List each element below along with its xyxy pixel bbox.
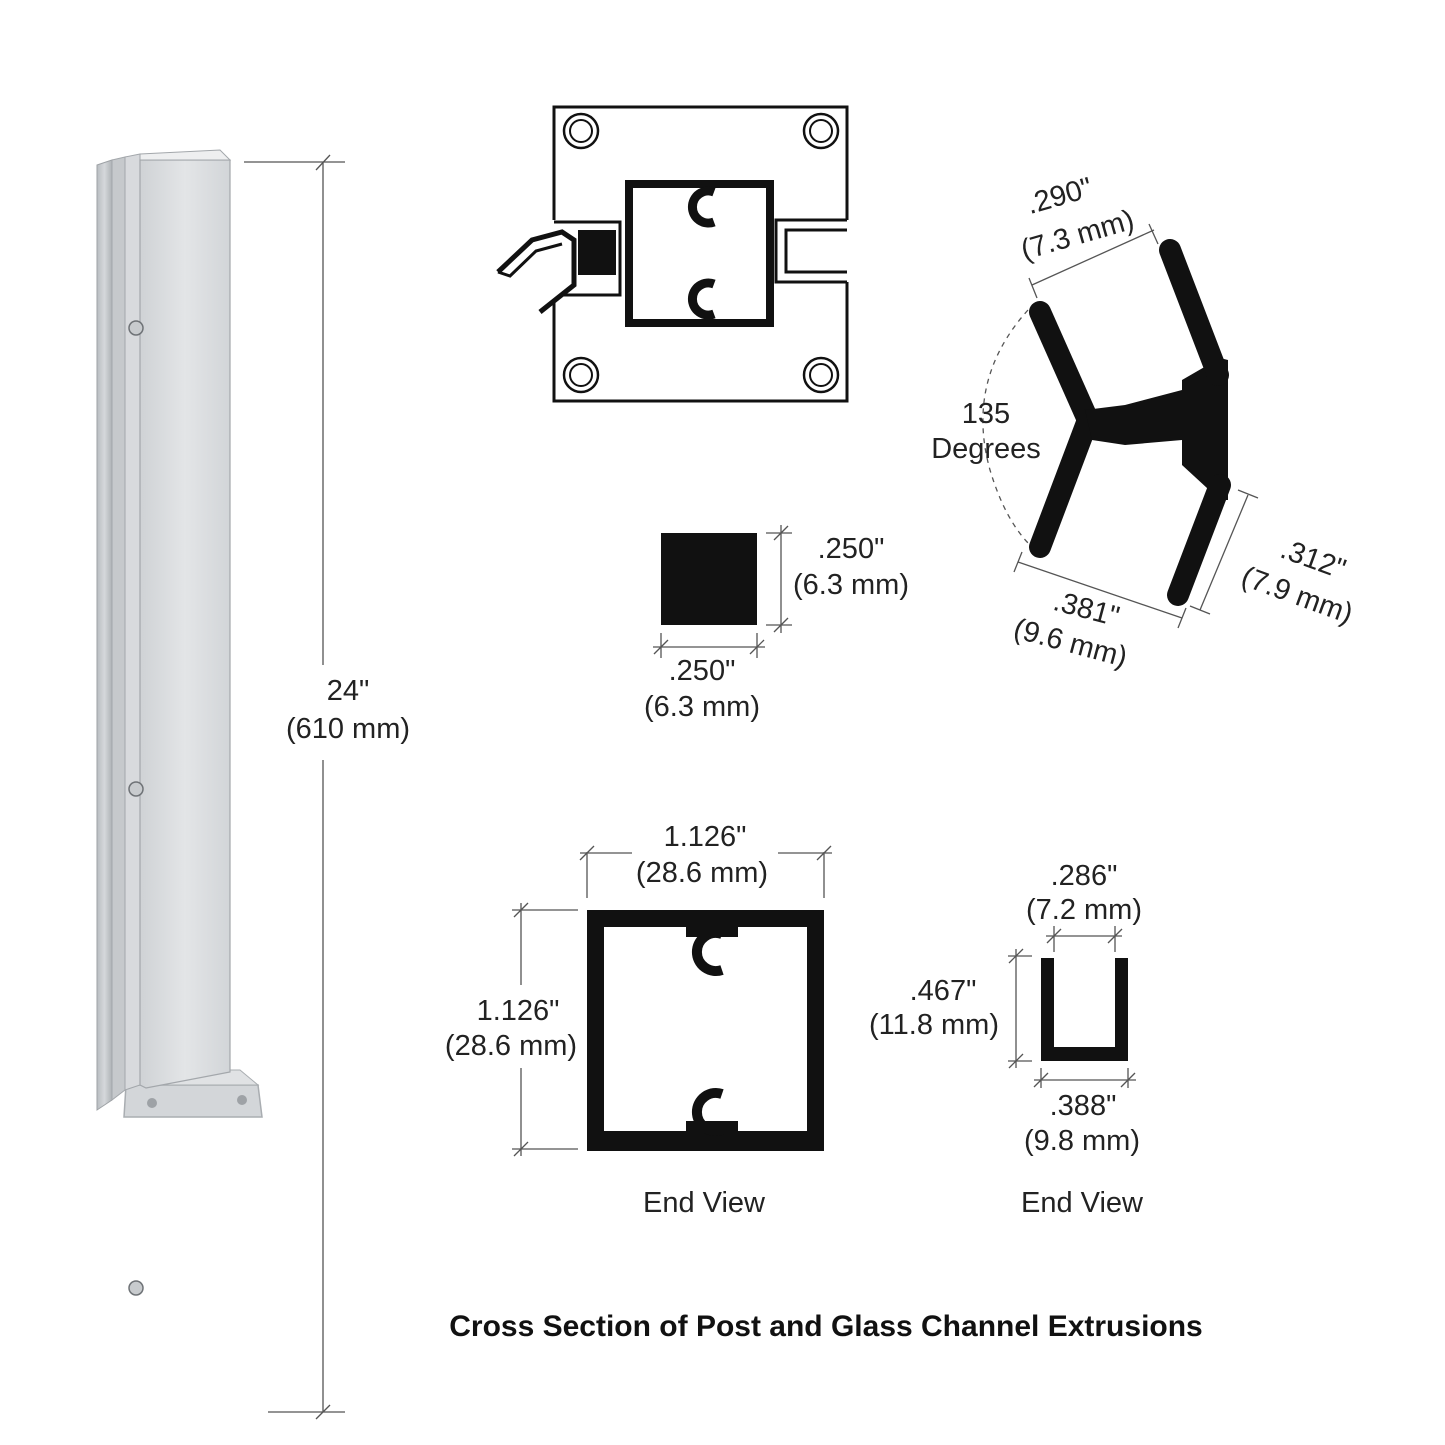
channel-height-mm-label: (11.8 mm) bbox=[869, 1009, 999, 1041]
post-end-view-dimensions bbox=[512, 845, 832, 1157]
mounting-hole-icon bbox=[802, 356, 840, 394]
post-channel-strip bbox=[96, 159, 113, 1111]
post-height-mm-label: (610 mm) bbox=[286, 713, 410, 745]
square-width-mm-label: (6.3 mm) bbox=[644, 691, 760, 723]
post-height-in-label: 24" bbox=[327, 675, 370, 707]
post-section-height-mm-label: (28.6 mm) bbox=[445, 1030, 577, 1062]
mounting-hole-icon bbox=[802, 112, 840, 150]
square-bar bbox=[653, 525, 792, 658]
diagram-caption: Cross Section of Post and Glass Channel … bbox=[449, 1310, 1203, 1343]
square-height-in-label: .250" bbox=[818, 533, 885, 565]
post-illustration bbox=[96, 149, 263, 1296]
post-top-cap bbox=[139, 149, 232, 161]
post-height-dimension bbox=[244, 154, 345, 1420]
channel-inner-in-label: .286" bbox=[1051, 860, 1118, 892]
screw-icon bbox=[128, 1280, 144, 1296]
mounting-hole-icon bbox=[562, 356, 600, 394]
angle-profile-dimensions bbox=[982, 223, 1259, 629]
channel-outer-in-label: .388" bbox=[1050, 1090, 1117, 1122]
square-height-mm-label: (6.3 mm) bbox=[793, 569, 909, 601]
post-end-view bbox=[587, 910, 824, 1151]
base-plate-hole-icon bbox=[237, 1095, 247, 1105]
post-section-width-mm-label: (28.6 mm) bbox=[636, 857, 768, 889]
channel-inner-mm-label: (7.2 mm) bbox=[1026, 894, 1142, 926]
channel-end-view bbox=[1041, 958, 1128, 1061]
channel-height-in-label: .467" bbox=[910, 975, 977, 1007]
angle-unit-label: Degrees bbox=[931, 433, 1041, 465]
base-plate-hole-icon bbox=[147, 1098, 157, 1108]
square-width-in-label: .250" bbox=[669, 655, 736, 687]
channel-outer-mm-label: (9.8 mm) bbox=[1024, 1125, 1140, 1157]
post-section-width-in-label: 1.126" bbox=[664, 821, 747, 853]
angle-top-in-label: .290" bbox=[1023, 172, 1096, 221]
screw-icon bbox=[128, 781, 144, 797]
angle-value-label: 135 bbox=[962, 398, 1010, 430]
plan-view-base-plate bbox=[496, 105, 854, 403]
mounting-hole-icon bbox=[562, 112, 600, 150]
channel-end-view-dimensions bbox=[1008, 926, 1136, 1088]
channel-end-view-label: End View bbox=[1021, 1187, 1144, 1219]
post-main-face bbox=[139, 159, 231, 1089]
angle-profile bbox=[1029, 239, 1231, 606]
post-section-height-in-label: 1.126" bbox=[477, 995, 560, 1027]
post-end-view-label: End View bbox=[643, 1187, 766, 1219]
screw-icon bbox=[128, 320, 144, 336]
